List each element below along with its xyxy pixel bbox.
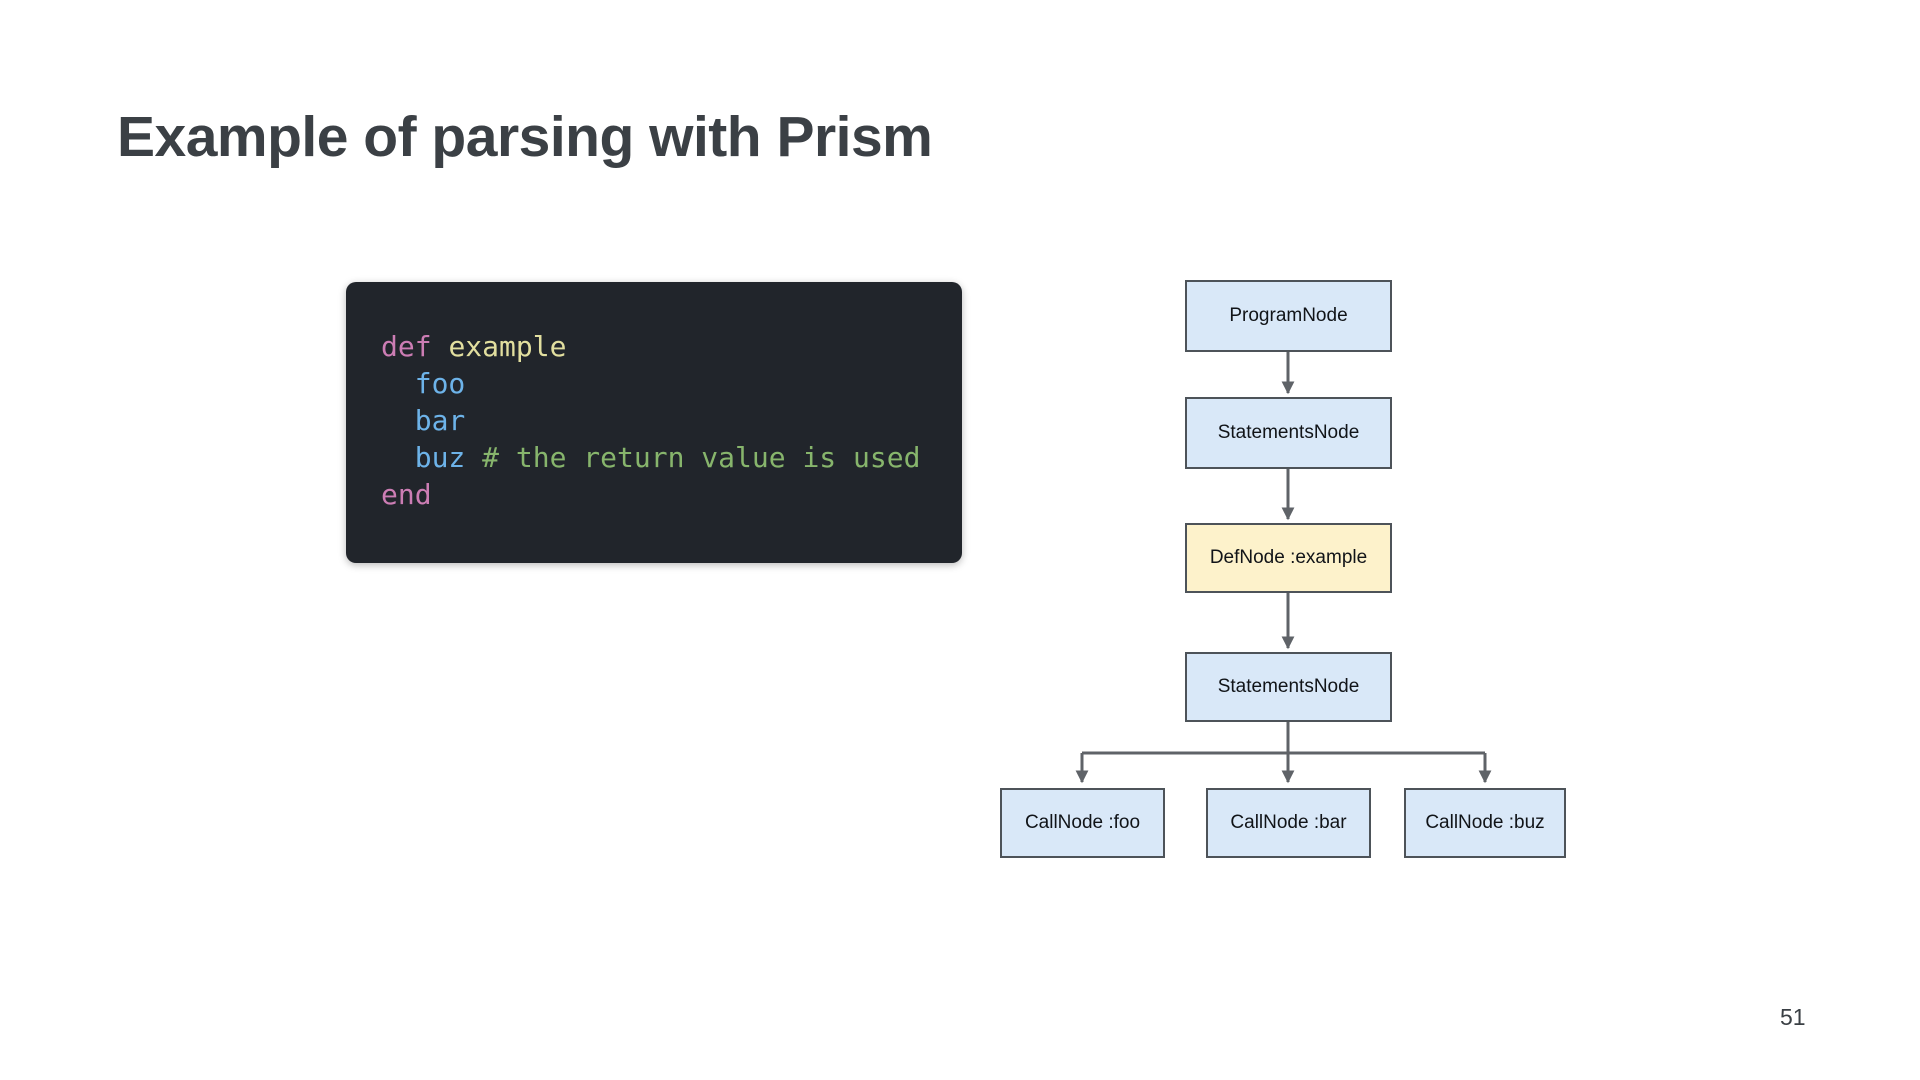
code-token-space bbox=[432, 330, 449, 363]
code-token-method-name: example bbox=[448, 330, 567, 363]
code-token-keyword: end bbox=[381, 478, 432, 511]
code-line: buz # the return value is used bbox=[381, 439, 962, 476]
code-line: def example bbox=[381, 328, 962, 365]
code-line: foo bbox=[381, 365, 962, 402]
page-number: 51 bbox=[1780, 1004, 1806, 1030]
code-token-call: bar bbox=[381, 404, 466, 437]
code-line: end bbox=[381, 476, 962, 513]
code-token-keyword: def bbox=[381, 330, 432, 363]
code-token-call: buz bbox=[381, 441, 466, 474]
code-line: bar bbox=[381, 402, 962, 439]
tree-node-statementsnode-1: StatementsNode bbox=[1185, 397, 1392, 469]
code-token-call: foo bbox=[381, 367, 466, 400]
tree-node-callnode-bar: CallNode :bar bbox=[1206, 788, 1371, 858]
code-snippet-panel: def example foo bar buz # the return val… bbox=[346, 282, 962, 563]
code-token-comment: # the return value is used bbox=[465, 441, 921, 474]
tree-node-callnode-buz: CallNode :buz bbox=[1404, 788, 1566, 858]
ruby-code: def example foo bar buz # the return val… bbox=[346, 282, 962, 513]
tree-node-callnode-foo: CallNode :foo bbox=[1000, 788, 1165, 858]
slide-title: Example of parsing with Prism bbox=[117, 105, 933, 169]
tree-connector-arrows bbox=[1075, 352, 1492, 784]
tree-node-programnode: ProgramNode bbox=[1185, 280, 1392, 352]
tree-node-statementsnode-2: StatementsNode bbox=[1185, 652, 1392, 722]
tree-node-defnode-example: DefNode :example bbox=[1185, 523, 1392, 593]
